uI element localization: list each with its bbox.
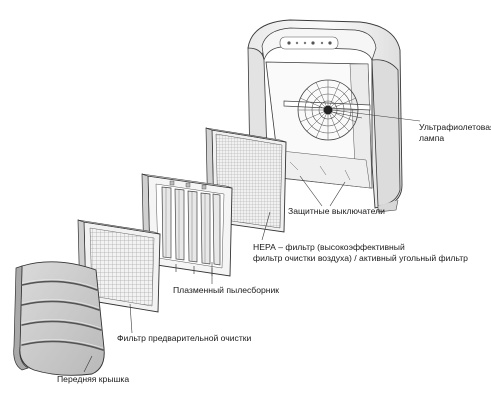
purifier-body (247, 19, 403, 213)
leader-lines (83, 109, 421, 373)
label-uv-lamp-line2: лампа (419, 132, 445, 143)
plasma-collector (141, 173, 233, 277)
label-hepa-line1: НЕРА – фильтр (высокоэффективный (253, 242, 405, 252)
leader-front-cover (83, 355, 93, 373)
leader-uv-lamp (331, 109, 421, 122)
label-uv-lamp-line1: Ультрафиолетовая (419, 122, 491, 132)
label-plasma-collector: Плазменный пылесборник (173, 285, 280, 295)
label-front-cover: Передняя крышка (57, 374, 130, 384)
front-cover (13, 261, 105, 376)
label-prefilter: Фильтр предварительной очистки (117, 333, 252, 343)
leader-switch-1 (299, 175, 323, 207)
label-safety-switches: Защитные выключатели (288, 206, 385, 216)
uv-lamp-icon (283, 100, 371, 111)
leader-switch-2 (329, 181, 346, 207)
leader-prefilter (129, 303, 133, 334)
label-hepa: НЕРА – фильтр (высокоэффективный фильтр … (253, 242, 468, 263)
fan-grille-icon (297, 79, 359, 141)
label-uv-lamp: Ультрафиолетовая лампа (419, 122, 491, 143)
display-panel-icon (279, 36, 339, 50)
label-hepa-line2: фильтр очистки воздуха) / активный уголь… (253, 252, 468, 263)
leader-hepa (261, 211, 271, 241)
